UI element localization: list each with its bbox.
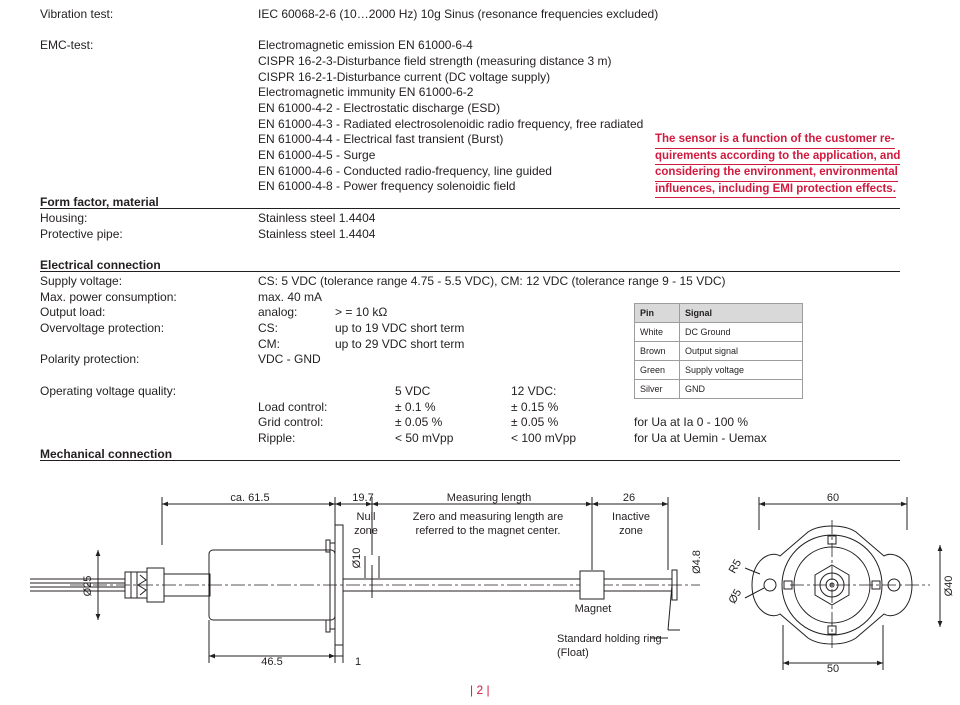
- dim-label: Ø4.8: [691, 550, 703, 574]
- overvoltage-key: CS:: [258, 321, 279, 335]
- dim-label: Ø25: [82, 576, 94, 597]
- page-number: | 2 |: [470, 683, 490, 697]
- quality-row-key: Grid control:: [258, 415, 324, 429]
- pin-table: Pin Signal White DC Ground Brown Output …: [634, 303, 803, 399]
- inactive-zone-label: zone: [619, 525, 643, 537]
- dim-label: Measuring length: [447, 492, 531, 504]
- quality-row-key: Load control:: [258, 400, 328, 414]
- power-label: Max. power consumption:: [40, 290, 177, 304]
- dim-label: 1: [355, 656, 361, 668]
- dim-label: Ø5: [727, 587, 745, 606]
- pin-cell: Green: [634, 360, 680, 380]
- emc-label: EMC-test:: [40, 38, 94, 52]
- emc-line: CISPR 16-2-3-Disturbance field strength …: [258, 54, 612, 68]
- output-key: analog:: [258, 305, 298, 319]
- pipe-label: Protective pipe:: [40, 227, 123, 241]
- pin-cell: White: [634, 322, 680, 342]
- dim-label: Ø40: [943, 576, 955, 597]
- vibration-value: IEC 60068-2-6 (10…2000 Hz) 10g Sinus (re…: [258, 7, 659, 21]
- emc-line: EN 61000-4-2 - Electrostatic discharge (…: [258, 101, 501, 115]
- housing-label: Housing:: [40, 211, 88, 225]
- divider: [40, 208, 900, 209]
- signal-header: Signal: [679, 303, 803, 323]
- null-zone-label: zone: [354, 525, 378, 537]
- table-row: Silver GND: [634, 379, 803, 399]
- pin-cell: Silver: [634, 379, 680, 399]
- form-factor-heading: Form factor, material: [40, 195, 159, 209]
- notice-line: influences, including EMI protection eff…: [655, 182, 896, 198]
- table-row: Brown Output signal: [634, 341, 803, 361]
- overvoltage-value: up to 19 VDC short term: [335, 321, 465, 335]
- pin-table-header: Pin Signal: [634, 303, 803, 323]
- quality-note: for Ua at Uemin - Uemax: [634, 431, 767, 445]
- emc-line: EN 61000-4-6 - Conducted radio-frequency…: [258, 164, 552, 178]
- divider: [40, 460, 900, 461]
- emc-line: EN 61000-4-8 - Power frequency solenoidi…: [258, 179, 516, 193]
- quality-row-12v: ± 0.05 %: [511, 415, 559, 429]
- dim-label: 46.5: [261, 656, 282, 668]
- overvoltage-label: Overvoltage protection:: [40, 321, 165, 335]
- quality-label: Operating voltage quality:: [40, 384, 177, 398]
- signal-cell: Output signal: [679, 341, 803, 361]
- quality-row-12v: ± 0.15 %: [511, 400, 559, 414]
- table-row: Green Supply voltage: [634, 360, 803, 380]
- notice-line: The sensor is a function of the customer…: [655, 132, 895, 149]
- quality-row-5v: ± 0.1 %: [395, 400, 436, 414]
- dim-label: 60: [827, 492, 839, 504]
- housing-value: Stainless steel 1.4404: [258, 211, 376, 225]
- zero-note: referred to the magnet center.: [416, 525, 561, 537]
- divider: [40, 271, 900, 272]
- supply-value: CS: 5 VDC (tolerance range 4.75 - 5.5 VD…: [258, 274, 726, 288]
- vibration-label: Vibration test:: [40, 7, 114, 21]
- holding-ring-label: (Float): [557, 647, 589, 659]
- quality-row-key: Ripple:: [258, 431, 296, 445]
- pin-cell: Brown: [634, 341, 680, 361]
- emc-line: EN 61000-4-3 - Radiated electrosolenoidi…: [258, 117, 644, 131]
- power-value: max. 40 mA: [258, 290, 323, 304]
- pipe-value: Stainless steel 1.4404: [258, 227, 376, 241]
- quality-header-12v: 12 VDC:: [511, 384, 557, 398]
- dim-label: 26: [623, 492, 635, 504]
- polarity-label: Polarity protection:: [40, 352, 140, 366]
- emc-line: EN 61000-4-4 - Electrical fast transient…: [258, 132, 504, 146]
- supply-label: Supply voltage:: [40, 274, 123, 288]
- magnet-label: Magnet: [575, 603, 612, 615]
- dim-label: R5: [727, 557, 744, 575]
- output-label: Output load:: [40, 305, 106, 319]
- overvoltage-key: CM:: [258, 337, 280, 351]
- output-value: > = 10 kΩ: [335, 305, 388, 319]
- quality-note: for Ua at Ia 0 - 100 %: [634, 415, 749, 429]
- emc-line: Electromagnetic emission EN 61000-6-4: [258, 38, 473, 52]
- quality-header-5v: 5 VDC: [395, 384, 431, 398]
- signal-cell: DC Ground: [679, 322, 803, 342]
- zero-note: Zero and measuring length are: [413, 511, 563, 523]
- emc-line: CISPR 16-2-1-Disturbance current (DC vol…: [258, 70, 551, 84]
- signal-cell: Supply voltage: [679, 360, 803, 380]
- polarity-value: VDC - GND: [258, 352, 321, 366]
- electrical-heading: Electrical connection: [40, 258, 161, 272]
- table-row: White DC Ground: [634, 322, 803, 342]
- emc-line: EN 61000-4-5 - Surge: [258, 148, 376, 162]
- dim-label: ca. 61.5: [230, 492, 269, 504]
- mechanical-drawing: ca. 61.5 19.7 Measuring length 26 60 Nul…: [30, 492, 955, 675]
- null-zone-label: Null: [357, 511, 376, 523]
- emc-line: Electromagnetic immunity EN 61000-6-2: [258, 85, 474, 99]
- notice-line: considering the environment, environment…: [655, 165, 898, 182]
- notice-line: quirements according to the application,…: [655, 149, 901, 165]
- holding-ring-label: Standard holding ring: [557, 633, 662, 645]
- quality-row-12v: < 100 mVpp: [511, 431, 577, 445]
- signal-cell: GND: [679, 379, 803, 399]
- pin-header: Pin: [634, 303, 680, 323]
- overvoltage-value: up to 29 VDC short term: [335, 337, 465, 351]
- dim-label: Ø10: [351, 548, 363, 569]
- inactive-zone-label: Inactive: [612, 511, 650, 523]
- mechanical-heading: Mechanical connection: [40, 447, 173, 461]
- dim-label: 19.7: [352, 492, 373, 504]
- quality-row-5v: < 50 mVpp: [395, 431, 454, 445]
- dim-label: 50: [827, 663, 839, 675]
- quality-row-5v: ± 0.05 %: [395, 415, 443, 429]
- emi-notice: The sensor is a function of the customer…: [655, 132, 901, 198]
